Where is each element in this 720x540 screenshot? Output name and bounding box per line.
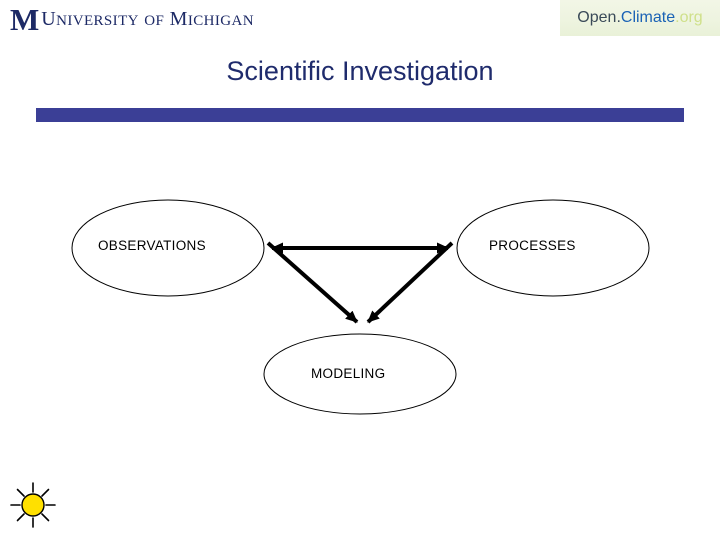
openclimate-logo: Open.Climate.org — [560, 0, 720, 36]
block-m-icon: M — [10, 1, 39, 37]
edge-processes-modeling — [366, 241, 454, 324]
wordmark-ichigan: ICHIGAN — [187, 13, 254, 29]
sun-icon — [10, 482, 56, 528]
logo-text-org: .org — [675, 9, 703, 26]
edge-observations-modeling — [266, 241, 359, 324]
wordmark-u: U — [41, 8, 57, 30]
wordmark-niversity: NIVERSITY — [56, 13, 139, 29]
openclimate-logo-text: Open.Climate.org — [577, 9, 702, 27]
wordmark-of: OF — [144, 13, 165, 29]
university-wordmark: UNIVERSITY OF MICHIGAN — [41, 9, 254, 29]
logo-text-dot: . — [616, 9, 621, 26]
title-divider-bar — [36, 108, 684, 122]
logo-text-climate: Climate — [620, 9, 676, 26]
node-label-observations: OBSERVATIONS — [98, 238, 206, 253]
university-of-michigan-logo: M UNIVERSITY OF MICHIGAN — [10, 1, 254, 37]
wordmark-m: M — [169, 8, 188, 30]
node-label-modeling: MODELING — [311, 366, 386, 381]
logo-text-open: Open — [577, 9, 617, 26]
node-label-processes: PROCESSES — [489, 238, 576, 253]
slide-title: Scientific Investigation — [226, 56, 494, 86]
